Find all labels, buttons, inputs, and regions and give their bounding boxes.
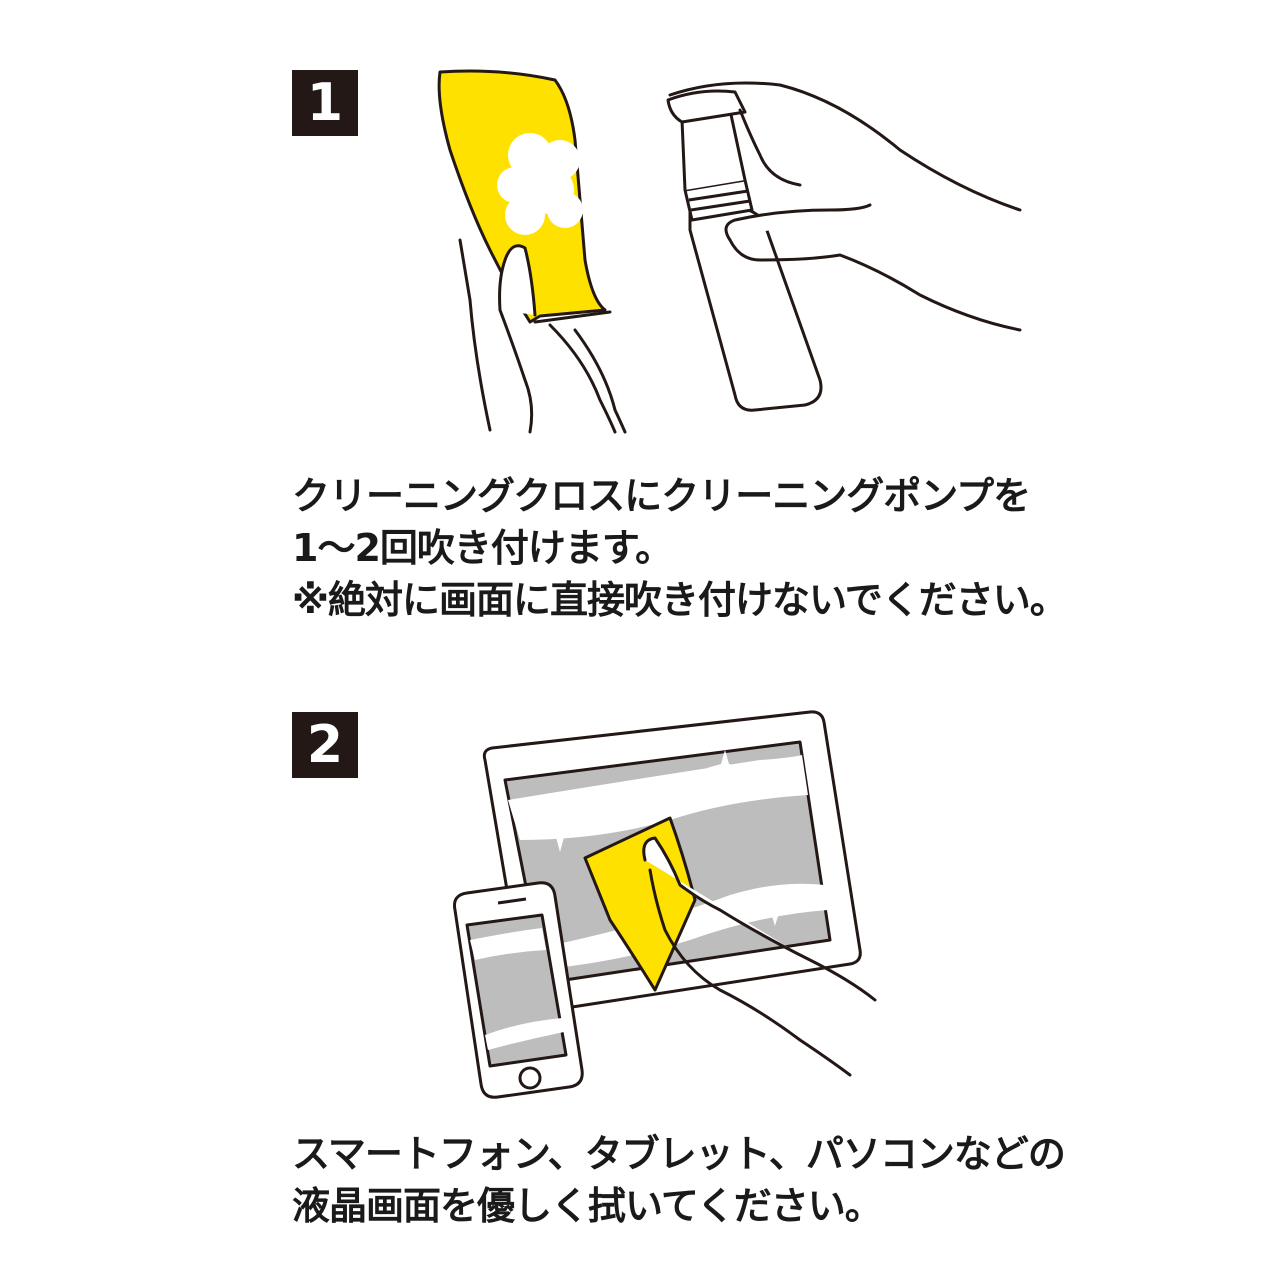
- step-1-line-2: 1〜2回吹き付けます。: [292, 526, 673, 570]
- step-2-badge: 2: [292, 712, 358, 778]
- step-1-caution-line: ※絶対に画面に直接吹き付けないでください。: [292, 578, 1068, 622]
- spraying-hand-icon: [668, 81, 1022, 332]
- spray-bottle-icon: [666, 89, 823, 412]
- step-2-line-1: スマートフォン、タブレット、パソコンなどの: [292, 1132, 1066, 1176]
- step-2-line-2: 液晶画面を優しく拭いてください。: [292, 1184, 883, 1228]
- step-1-badge: 1: [292, 70, 358, 136]
- step-2-instructions: スマートフォン、タブレット、パソコンなどの 液晶画面を優しく拭いてください。: [292, 1128, 1066, 1232]
- step-1-instructions: クリーニングクロスにクリーニングポンプを 1〜2回吹き付けます。 ※絶対に画面に…: [292, 470, 1068, 626]
- step-1-line-1: クリーニングクロスにクリーニングポンプを: [292, 474, 1031, 518]
- smartphone-icon: [453, 881, 584, 1099]
- step-1-illustration: [437, 69, 1022, 434]
- step-2-illustration: [453, 710, 877, 1099]
- sparkle-icon: [532, 750, 788, 926]
- hand-holding-cloth-icon: [437, 69, 627, 434]
- hand-wiping-icon: [583, 816, 877, 1077]
